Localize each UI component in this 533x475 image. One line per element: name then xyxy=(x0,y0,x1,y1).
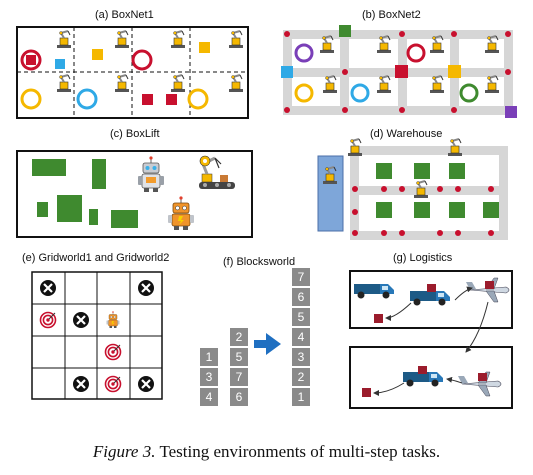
stack-goal-block-label: 7 xyxy=(298,270,305,284)
figure-caption: Figure 3. Testing environments of multi-… xyxy=(0,442,533,462)
purple-box xyxy=(505,106,517,118)
stack-left-block-label: 3 xyxy=(206,370,213,384)
panel-title-warehouse: (d) Warehouse xyxy=(370,128,443,140)
red-box xyxy=(26,55,36,65)
box-small xyxy=(89,209,98,225)
target-icon xyxy=(104,343,122,361)
panel-title-boxlift: (c) BoxLift xyxy=(110,128,160,140)
stack-goal-block-label: 1 xyxy=(298,390,305,404)
warehouse-panel xyxy=(317,138,508,240)
gridworld-panel xyxy=(31,271,163,400)
panel-title-gridworld: (e) Gridworld1 and Gridworld2 xyxy=(22,252,170,264)
panel-title-logistics: (g) Logistics xyxy=(393,252,453,264)
stack-mid-block xyxy=(230,368,248,386)
green-target-ring xyxy=(459,83,479,103)
x-obstacle-icon xyxy=(38,278,58,298)
waypoint-dots xyxy=(352,186,494,236)
x-obstacle-icon xyxy=(136,374,156,394)
blue-target-ring xyxy=(76,88,98,110)
stack-left-block xyxy=(200,388,218,406)
x-obstacle-icon xyxy=(136,278,156,298)
x-obstacle-icon xyxy=(71,310,91,330)
stack-left-block xyxy=(200,368,218,386)
stack-mid-block xyxy=(230,348,248,366)
stack-goal-block-label: 5 xyxy=(298,310,305,324)
stack-goal-block xyxy=(292,308,310,326)
boxnet2-panel xyxy=(281,25,517,118)
panel-title-blocksworld: (f) Blocksworld xyxy=(223,256,296,268)
box-small xyxy=(37,202,48,217)
boxlift-panel xyxy=(16,150,253,238)
stack-goal-block xyxy=(292,368,310,386)
stack-mid-block-label: 7 xyxy=(236,370,243,384)
package-icon xyxy=(478,373,487,381)
box-wide xyxy=(111,210,138,228)
stack-goal-block xyxy=(292,288,310,306)
yellow-target-ring xyxy=(294,83,314,103)
package-icon xyxy=(374,314,383,323)
stack-left-block xyxy=(200,348,218,366)
blue-box xyxy=(55,59,65,69)
stack-goal-block-label: 2 xyxy=(298,370,305,384)
green-box xyxy=(339,25,351,37)
red-box xyxy=(142,94,153,105)
stack-left-block-label: 4 xyxy=(206,390,213,404)
stack-mid-block-label: 2 xyxy=(236,330,243,344)
caption-text: Testing environments of multi-step tasks… xyxy=(159,442,441,461)
purple-target-ring xyxy=(294,43,314,63)
yellow-box xyxy=(448,65,461,78)
robot-arm-icon xyxy=(484,75,500,94)
yellow-target-ring xyxy=(187,88,209,110)
stack-left-block-label: 1 xyxy=(206,350,213,364)
arrow-icon xyxy=(254,333,281,355)
stack-mid-block xyxy=(230,328,248,346)
stack-goal-block xyxy=(292,328,310,346)
package-icon xyxy=(427,284,436,292)
logistics-panel xyxy=(349,270,513,409)
stack-goal-block-label: 6 xyxy=(298,290,305,304)
stack-goal-block xyxy=(292,388,310,406)
red-target-ring xyxy=(406,43,426,63)
target-icon xyxy=(39,311,57,329)
stack-goal-block-label: 3 xyxy=(298,350,305,364)
stack-goal-block xyxy=(292,268,310,286)
box-large xyxy=(32,159,66,176)
robot-arm-icon xyxy=(376,75,392,94)
robot-arm-icon xyxy=(322,75,338,94)
stack-goal-block-label: 4 xyxy=(298,330,305,344)
package-icon xyxy=(362,388,371,397)
yellow-box xyxy=(199,42,210,53)
boxnet1-panel xyxy=(16,26,249,119)
stack-goal-block xyxy=(292,348,310,366)
robot-arm-icon xyxy=(429,75,445,94)
package-icon xyxy=(485,281,494,289)
panel-title-boxnet1: (a) BoxNet1 xyxy=(95,9,154,21)
red-target-ring xyxy=(131,49,153,71)
shelves xyxy=(376,163,499,218)
x-obstacle-icon xyxy=(71,374,91,394)
red-box xyxy=(166,94,177,105)
blue-box xyxy=(281,66,293,78)
target-icon xyxy=(104,375,122,393)
blue-target-ring xyxy=(350,83,370,103)
stack-mid-block-label: 6 xyxy=(236,390,243,404)
box-tall xyxy=(92,159,106,189)
blocksworld-panel: 1 3 4 2 5 7 6 7 6 5 4 3 2 1 xyxy=(200,268,310,406)
yellow-target-ring xyxy=(20,88,42,110)
robot-arm-icon xyxy=(199,155,235,189)
yellow-box xyxy=(92,49,103,60)
stack-mid-block xyxy=(230,388,248,406)
red-box xyxy=(395,65,408,78)
caption-figure-number: Figure 3. xyxy=(92,442,156,461)
box-square xyxy=(57,195,82,222)
panel-title-boxnet2: (b) BoxNet2 xyxy=(362,9,421,21)
package-icon xyxy=(418,366,427,374)
stack-mid-block-label: 5 xyxy=(236,350,243,364)
